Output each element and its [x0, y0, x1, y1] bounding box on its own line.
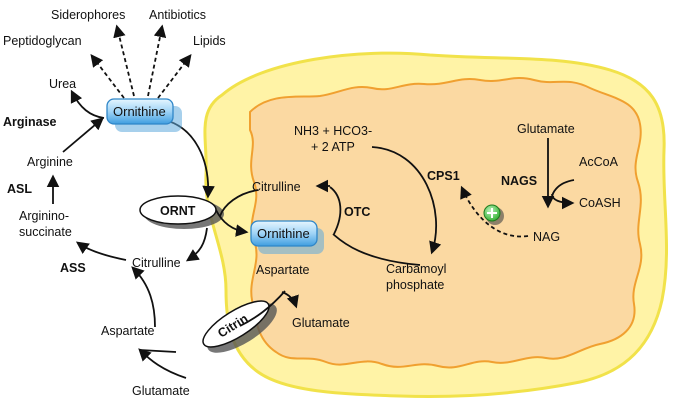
ornithine-derivative-arrows	[90, 24, 192, 99]
ornithine-mito-label: Ornithine	[257, 226, 310, 241]
coash-label: CoASH	[579, 196, 621, 210]
ornt-label: ORNT	[160, 204, 196, 218]
antibiotics-label: Antibiotics	[149, 8, 206, 22]
carbamoyl-label-line2: phosphate	[386, 278, 444, 292]
atp-label: + 2 ATP	[311, 140, 355, 154]
aspartate-mito-label: Aspartate	[256, 263, 310, 277]
cps1-label: CPS1	[427, 169, 460, 183]
argininosuccinate-label-line1: Arginino-	[19, 209, 69, 223]
arginine-label: Arginine	[27, 155, 73, 169]
argininosuccinate-label-line2: succinate	[19, 225, 72, 239]
nag-label: NAG	[533, 230, 560, 244]
ass-label: ASS	[60, 261, 86, 275]
ornithine-mito-box: Ornithine	[250, 220, 324, 254]
aspartate-cyto-label: Aspartate	[101, 324, 155, 338]
nags-label: NAGS	[501, 174, 537, 188]
cytosolic-cycle-arrows	[46, 89, 215, 379]
ornithine-cytosol-box: Ornithine	[106, 98, 182, 132]
citrulline-mito-label: Citrulline	[252, 180, 301, 194]
lipids-label: Lipids	[193, 34, 226, 48]
siderophores-label: Siderophores	[51, 8, 125, 22]
acoa-label: AcCoA	[579, 155, 619, 169]
urea-label: Urea	[49, 77, 76, 91]
arginase-label: Arginase	[3, 115, 57, 129]
activation-plus-icon	[483, 204, 504, 225]
glutamate-mito-top-label: Glutamate	[517, 122, 575, 136]
ornithine-cytosol-label: Ornithine	[113, 104, 166, 119]
transport-arrows	[215, 138, 575, 327]
glutamate-mito-label: Glutamate	[292, 316, 350, 330]
carbamoyl-label-line1: Carbamoyl	[386, 262, 446, 276]
nag-activation-arrow	[460, 185, 529, 238]
citrulline-cyto-label: Citrulline	[132, 256, 181, 270]
glutamate-cyto-label: Glutamate	[132, 384, 190, 398]
nh3-hco3-label: NH3 + HCO3-	[294, 124, 372, 138]
otc-label: OTC	[344, 205, 370, 219]
peptidoglycan-label: Peptidoglycan	[3, 34, 82, 48]
asl-label: ASL	[7, 182, 32, 196]
